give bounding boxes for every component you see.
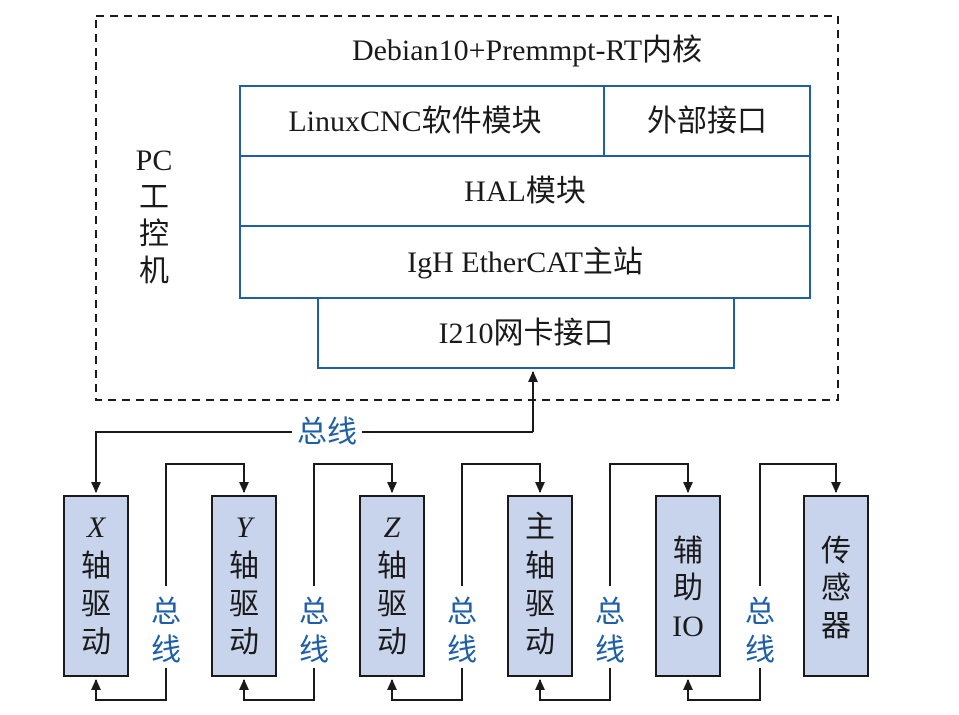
bus-link-z-spindle-label-1: 线 <box>447 634 477 667</box>
node-spindle-line-2: 驱 <box>525 588 555 621</box>
node-x-axis-label: X 轴 驱 动 <box>81 511 111 659</box>
bus-link-z-spindle-bottom <box>387 668 463 701</box>
node-z-axis-line-0: Z <box>384 511 401 544</box>
node-sensor <box>803 495 869 677</box>
bus-link-spindle-aux-label-1: 线 <box>595 634 625 667</box>
bus-link-aux-sensor: 总 线 <box>683 463 841 701</box>
node-z-axis-line-3: 动 <box>377 626 407 659</box>
bus-link-aux-sensor-label-0: 总 <box>745 596 775 629</box>
bus-link-spindle-aux: 总 线 <box>535 463 693 701</box>
node-x-axis-line-1: 轴 <box>81 550 111 583</box>
node-sensor-line-1: 感 <box>821 572 851 605</box>
bus-link-spindle-aux-label-0: 总 <box>595 596 625 629</box>
bus-link-x-y-top <box>165 463 249 586</box>
node-spindle-line-3: 动 <box>525 626 555 659</box>
node-sensor-line-0: 传 <box>821 535 851 568</box>
top-bus-label: 总线 <box>297 416 357 449</box>
node-aux-io-line-1: 助 <box>673 572 703 605</box>
igh-box <box>239 225 811 299</box>
node-spindle-line-0: 主 <box>525 511 555 544</box>
pc-label-line-0: PC <box>136 144 173 177</box>
linuxcnc-box <box>239 85 605 157</box>
linuxcnc-label: LinuxCNC软件模块 <box>288 105 541 138</box>
bus-link-spindle-aux-bottom <box>535 668 611 701</box>
node-x-axis-line-3: 动 <box>81 626 111 659</box>
bus-link-z-spindle-top <box>461 463 545 586</box>
node-spindle-label: 主 轴 驱 动 <box>525 511 555 659</box>
hal-label: HAL模块 <box>464 175 586 208</box>
igh-label: IgH EtherCAT主站 <box>407 246 643 279</box>
node-x-axis-line-2: 驱 <box>81 588 111 621</box>
node-spindle <box>507 495 573 677</box>
pc-label: PC 工 控 机 <box>136 144 173 288</box>
node-z-axis-line-2: 驱 <box>377 588 407 621</box>
pc-label-line-1: 工 <box>139 181 169 214</box>
node-aux-io-label: 辅 助 IO <box>672 535 704 643</box>
bus-link-x-y: 总 线 <box>91 463 249 701</box>
nic-label: I210网卡接口 <box>439 317 614 350</box>
bus-link-y-z-label-1: 线 <box>299 634 329 667</box>
node-z-axis-line-1: 轴 <box>377 550 407 583</box>
bus-link-y-z-bottom <box>239 668 315 701</box>
bus-link-y-z: 总 线 <box>239 463 397 701</box>
bus-link-aux-sensor-top <box>759 463 841 586</box>
bus-link-x-y-label-0: 总 <box>151 596 181 629</box>
bus-link-aux-sensor-bottom <box>683 668 761 701</box>
node-y-axis-line-1: 轴 <box>229 550 259 583</box>
top-bus-line-left <box>91 431 292 493</box>
node-y-axis-line-0: Y <box>236 511 256 544</box>
pc-label-line-2: 控 <box>139 218 169 251</box>
bus-link-y-z-top <box>313 463 397 586</box>
node-y-axis-line-3: 动 <box>229 626 259 659</box>
pc-boundary <box>95 15 839 401</box>
node-z-axis <box>359 495 425 677</box>
bus-link-spindle-aux-top <box>609 463 693 586</box>
nic-box <box>317 297 735 369</box>
external-interface-label: 外部接口 <box>647 105 767 138</box>
bus-link-z-spindle-label-0: 总 <box>447 596 477 629</box>
node-y-axis-label: Y 轴 驱 动 <box>229 511 259 659</box>
node-y-axis <box>211 495 277 677</box>
pc-label-line-3: 机 <box>139 255 169 288</box>
node-sensor-line-2: 器 <box>821 610 851 643</box>
bus-link-y-z-label-0: 总 <box>299 596 329 629</box>
bus-link-x-y-label-1: 线 <box>151 634 181 667</box>
external-interface-box <box>603 85 811 157</box>
bus-link-z-spindle: 总 线 <box>387 463 545 701</box>
node-y-axis-line-2: 驱 <box>229 588 259 621</box>
node-aux-io-line-2: IO <box>672 610 704 643</box>
node-aux-io <box>655 495 721 677</box>
node-x-axis <box>63 495 129 677</box>
kernel-title: Debian10+Premmpt-RT内核 <box>352 34 702 67</box>
node-sensor-label: 传 感 器 <box>821 535 851 643</box>
bus-link-x-y-bottom <box>91 668 167 701</box>
node-aux-io-line-0: 辅 <box>673 535 703 568</box>
node-z-axis-label: Z 轴 驱 动 <box>377 511 407 659</box>
bus-link-aux-sensor-label-1: 线 <box>745 634 775 667</box>
node-spindle-line-1: 轴 <box>525 550 555 583</box>
top-bus: 总线 <box>91 371 538 493</box>
node-x-axis-line-0: X <box>86 511 107 544</box>
